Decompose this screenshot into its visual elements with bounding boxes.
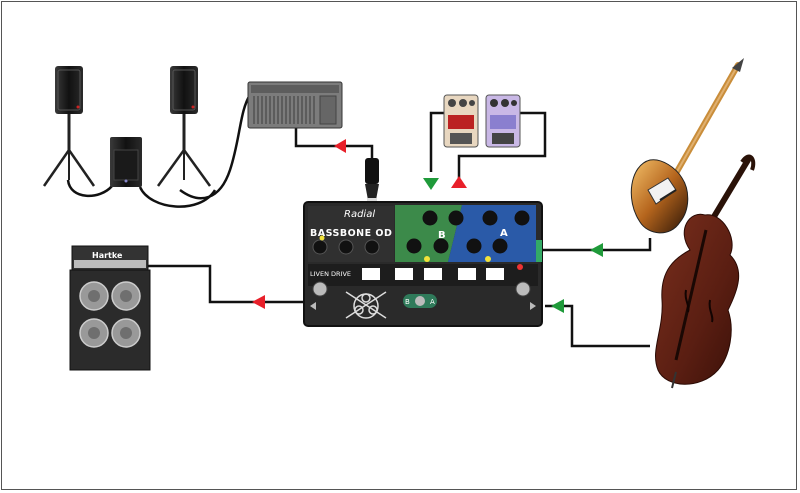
speaker-icon: [156, 66, 212, 187]
footswitch-right: [515, 281, 531, 297]
pedal-labels: Radial BASSBONE OD B A LIVEN DRIVE B A: [310, 209, 508, 306]
arrow-to-amp: [252, 295, 265, 309]
arrow-upright-in: [551, 299, 564, 313]
arrow-send: [423, 178, 439, 190]
xlr-connector-icon: [365, 158, 379, 204]
arrow-bass-in: [590, 243, 603, 257]
cable-upright-bass: [545, 304, 650, 348]
signal-arrows: [252, 139, 603, 313]
subwoofer-icon: [110, 137, 142, 187]
channel-b-label: B: [438, 230, 446, 241]
cable-loop-return: [457, 111, 547, 178]
footswitch-left: [312, 281, 328, 297]
channel-a-label: A: [500, 228, 508, 239]
cable-electric-bass: [540, 238, 652, 252]
drive-label: LIVEN DRIVE: [310, 270, 351, 278]
cable-amp: [146, 264, 305, 304]
upright-bass-icon: [655, 154, 756, 389]
speaker-icon: [42, 66, 96, 187]
bass-amp-icon: Hartke: [69, 245, 151, 371]
selector-b-label: B: [405, 298, 410, 306]
knob: [312, 239, 380, 255]
bassbone-od-pedal: [303, 201, 543, 327]
cables: [66, 94, 652, 348]
selector-a-label: A: [430, 298, 435, 306]
cable-mixer-xlr: [294, 128, 374, 163]
arrow-return: [451, 176, 467, 188]
pedal-brand: Radial: [344, 209, 375, 220]
cable-loop-send: [429, 111, 446, 172]
pedal-model: BASSBONE OD: [310, 228, 392, 239]
cable-speaker-left: [66, 179, 113, 198]
effects-pedal-icon: [485, 94, 521, 148]
arrow-to-mixer: [334, 139, 346, 153]
ab-selector-switch: [403, 294, 437, 308]
mixer-icon: [247, 81, 343, 129]
radial-logo-icon: [345, 291, 387, 319]
electric-bass-icon: [630, 58, 744, 234]
effects-pedal-icon: [443, 94, 479, 148]
amp-brand: Hartke: [92, 251, 123, 260]
cable-mixer-speakers: [179, 94, 252, 200]
